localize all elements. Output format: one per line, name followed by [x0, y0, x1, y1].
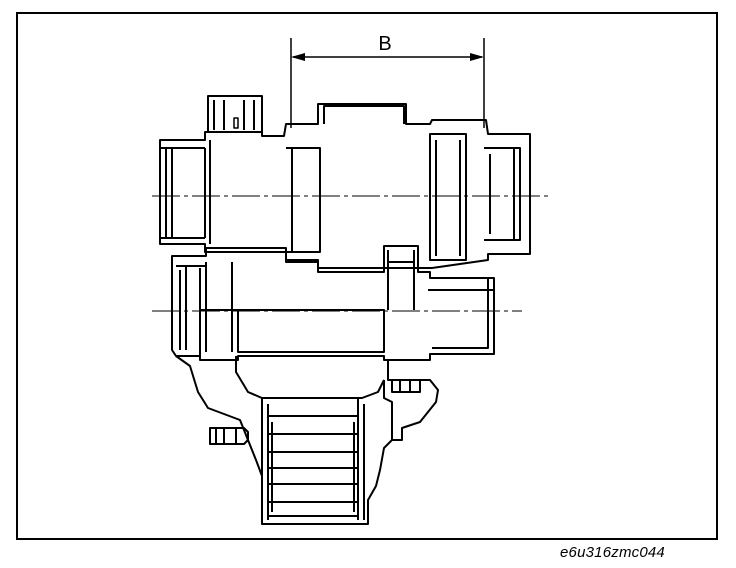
drawing-frame — [16, 12, 718, 540]
middle-body — [171, 245, 495, 361]
top-cap — [207, 95, 263, 133]
upper-shaft-housing — [159, 103, 531, 269]
vent-fitting — [391, 379, 421, 393]
dimension-label: B — [378, 33, 391, 55]
side-plug — [209, 427, 249, 445]
arrow-right-icon — [470, 53, 484, 61]
dimension-b: B — [290, 33, 485, 128]
reference-code: e6u316zmc044 — [560, 544, 665, 561]
lower-casing — [175, 355, 439, 525]
arrow-left-icon — [291, 53, 305, 61]
